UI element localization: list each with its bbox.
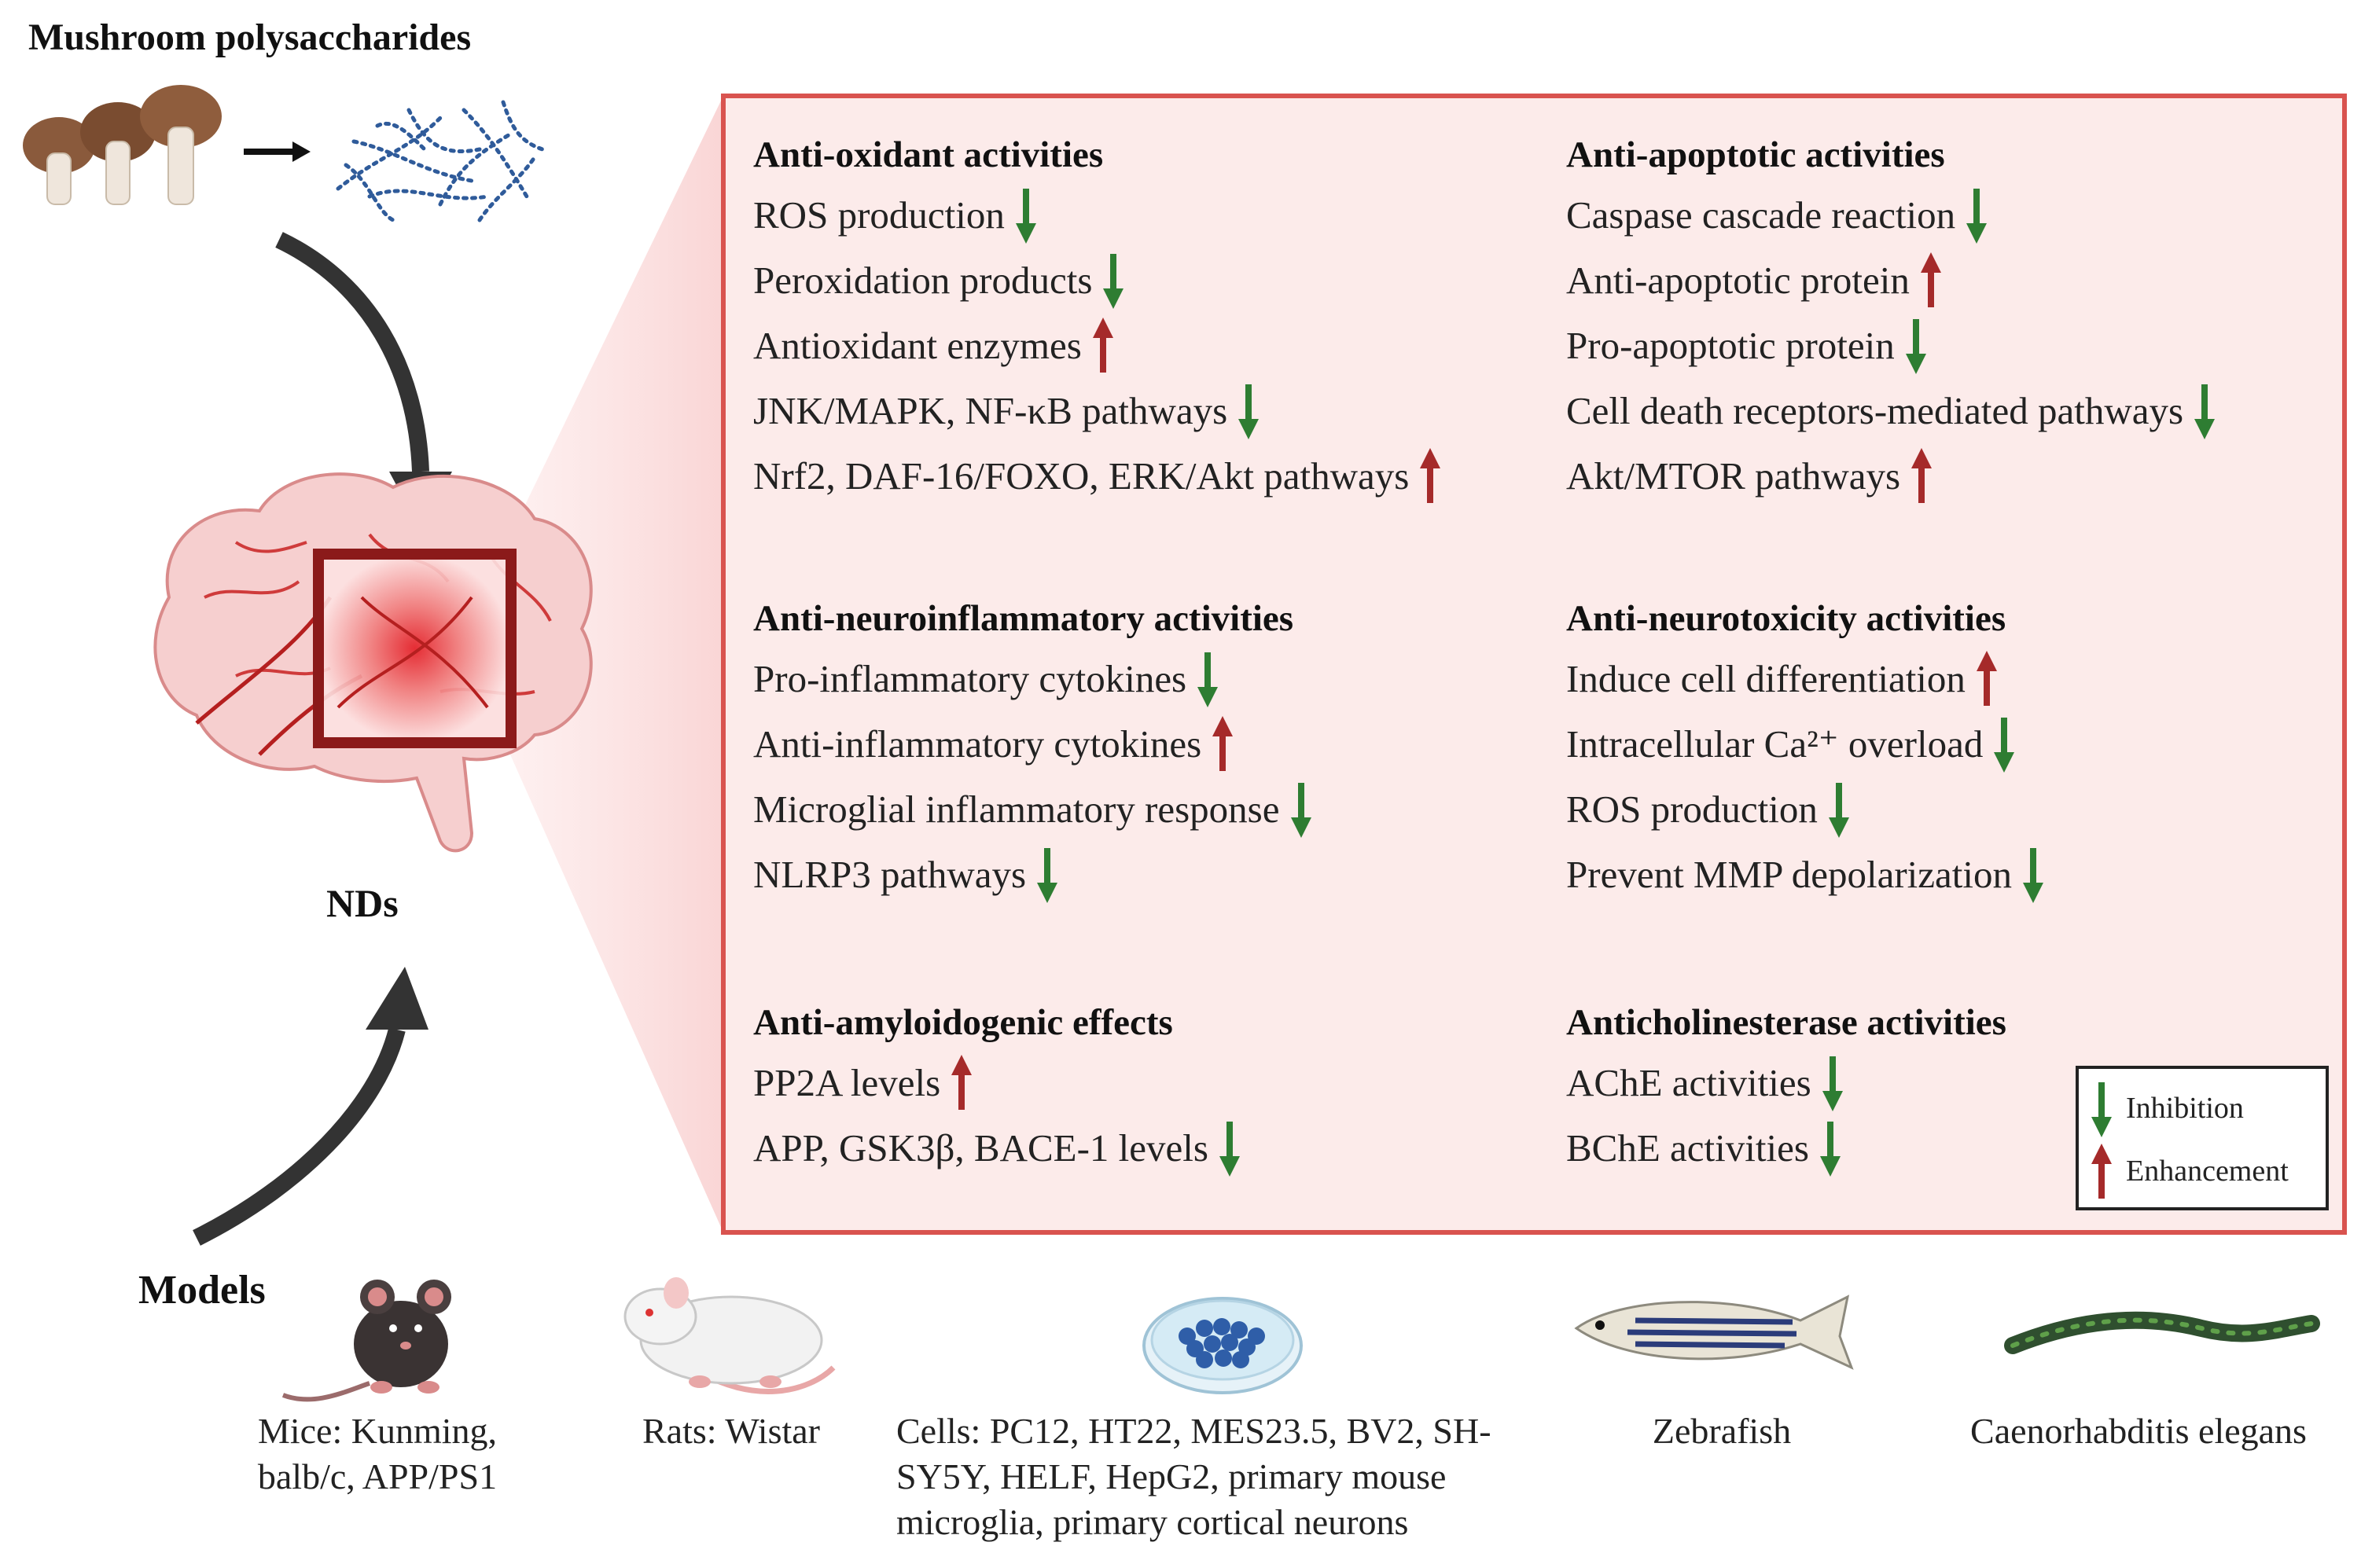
- effect-item: Microglial inflammatory response: [753, 777, 1311, 842]
- up-arrow-icon: [1420, 447, 1441, 505]
- effect-item: Prevent MMP depolarization: [1566, 842, 2044, 907]
- rat-icon: [623, 1277, 836, 1394]
- effect-item: Pro-inflammatory cytokines: [753, 646, 1311, 711]
- down-arrow-icon: [2091, 1081, 2112, 1137]
- up-arrow-icon: [1092, 317, 1113, 374]
- down-arrow-icon: [1828, 781, 1849, 838]
- model-label-cells: Cells: PC12, HT22, MES23.5, BV2, SH-SY5Y…: [896, 1411, 1491, 1542]
- section-anti-oxidant: Anti-oxidant activities ROS production P…: [753, 134, 1441, 509]
- section-heading: Anti-neuroinflammatory activities: [753, 598, 1294, 639]
- effect-item: Intracellular Ca²⁺ overload: [1566, 711, 2043, 777]
- down-arrow-icon: [1238, 383, 1260, 439]
- down-arrow-icon: [1103, 252, 1124, 309]
- legend-box: [2076, 1066, 2329, 1210]
- section-heading: Anti-neurotoxicity activities: [1566, 598, 2006, 639]
- effect-item: Cell death receptors-mediated pathways: [1566, 378, 2216, 443]
- effect-item: NLRP3 pathways: [753, 842, 1311, 907]
- up-arrow-icon: [1920, 252, 1941, 309]
- up-arrow-icon: [2091, 1144, 2112, 1199]
- section-anti-neurotoxicity: Anti-neurotoxicity activities Induce cel…: [1566, 597, 2044, 907]
- figure-title: Mushroom polysaccharides: [28, 17, 472, 58]
- section-heading: Anti-amyloidogenic effects: [753, 1002, 1173, 1043]
- effect-item: Caspase cascade reaction: [1566, 182, 2215, 248]
- up-arrow-icon: [951, 1054, 973, 1111]
- zebrafish-icon: [1574, 1294, 1854, 1370]
- section-anticholinesterase: Anticholinesterase activities AChE activ…: [1566, 1001, 2006, 1181]
- model-label-mice: Mice: Kunming, balb/c, APP/PS1: [257, 1411, 498, 1496]
- flow-arrowhead-up: [366, 967, 428, 1030]
- down-arrow-icon: [2194, 383, 2216, 439]
- down-arrow-icon: [1290, 781, 1311, 838]
- up-arrow-icon: [1911, 447, 1933, 505]
- down-arrow-icon: [1822, 1055, 1843, 1111]
- effect-item: BChE activities: [1566, 1115, 2006, 1181]
- nds-label: NDs: [326, 881, 399, 925]
- legend-inhibition: Inhibition: [2091, 1078, 2289, 1138]
- brain-icon: [153, 472, 593, 853]
- down-arrow-icon: [1015, 187, 1036, 244]
- effect-item: Nrf2, DAF-16/FOXO, ERK/Akt pathways: [753, 443, 1441, 509]
- petri-dish-icon: [1142, 1297, 1303, 1394]
- models-label: Models: [138, 1268, 266, 1313]
- effect-item: Akt/MTOR pathways: [1566, 443, 2215, 509]
- up-arrow-icon: [1976, 650, 1997, 707]
- down-arrow-icon: [1994, 716, 2015, 773]
- effect-item: AChE activities: [1566, 1050, 2006, 1115]
- mouse-icon: [281, 1280, 451, 1402]
- worm-icon: [2004, 1311, 2320, 1354]
- effect-item: Peroxidation products: [753, 248, 1440, 313]
- brain-zoom-box: [313, 549, 517, 748]
- flow-arrow-up: [193, 1027, 406, 1246]
- effect-item: Induce cell differentiation: [1566, 646, 2043, 711]
- conversion-arrow-icon: [244, 141, 311, 162]
- effect-item: PP2A levels: [753, 1050, 1240, 1115]
- effect-item: APP, GSK3β, BACE-1 levels: [753, 1115, 1240, 1181]
- section-heading: Anti-apoptotic activities: [1566, 134, 1945, 175]
- model-label-rats: Rats: Wistar: [642, 1411, 820, 1451]
- down-arrow-icon: [1037, 846, 1058, 903]
- down-arrow-icon: [1966, 187, 1988, 244]
- effect-item: Pro-apoptotic protein: [1566, 313, 2215, 378]
- zoom-funnel: [503, 96, 723, 1232]
- mechanism-panel: [721, 94, 2347, 1235]
- down-arrow-icon: [1819, 1120, 1841, 1177]
- down-arrow-icon: [2023, 846, 2044, 903]
- effect-item: Anti-inflammatory cytokines: [753, 711, 1311, 777]
- mushroom-icon: [23, 85, 222, 205]
- section-anti-neuroinflammatory: Anti-neuroinflammatory activities Pro-in…: [753, 597, 1311, 907]
- effect-item: Anti-apoptotic protein: [1566, 248, 2215, 313]
- effect-item: ROS production: [753, 182, 1440, 248]
- down-arrow-icon: [1219, 1120, 1240, 1177]
- up-arrow-icon: [1212, 715, 1234, 773]
- effect-item: ROS production: [1566, 777, 2043, 842]
- effect-item: Antioxidant enzymes: [753, 313, 1440, 378]
- model-label-celegans: Caenorhabditis elegans: [1970, 1411, 2307, 1451]
- section-anti-apoptotic: Anti-apoptotic activities Caspase cascad…: [1566, 134, 2216, 509]
- polysaccharide-network-icon: [336, 100, 545, 222]
- model-label-zebrafish: Zebrafish: [1652, 1411, 1792, 1451]
- flow-arrow-down: [275, 232, 429, 472]
- down-arrow-icon: [1905, 318, 1926, 374]
- down-arrow-icon: [1197, 651, 1219, 707]
- effect-item: JNK/MAPK, NF-κB pathways: [753, 378, 1440, 443]
- legend-enhancement: Enhancement: [2091, 1141, 2289, 1201]
- section-anti-amyloidogenic: Anti-amyloidogenic effects PP2A levels A…: [753, 1001, 1240, 1181]
- section-heading: Anticholinesterase activities: [1566, 1002, 2006, 1043]
- section-heading: Anti-oxidant activities: [753, 134, 1104, 175]
- legend: Inhibition Enhancement: [2091, 1078, 2289, 1201]
